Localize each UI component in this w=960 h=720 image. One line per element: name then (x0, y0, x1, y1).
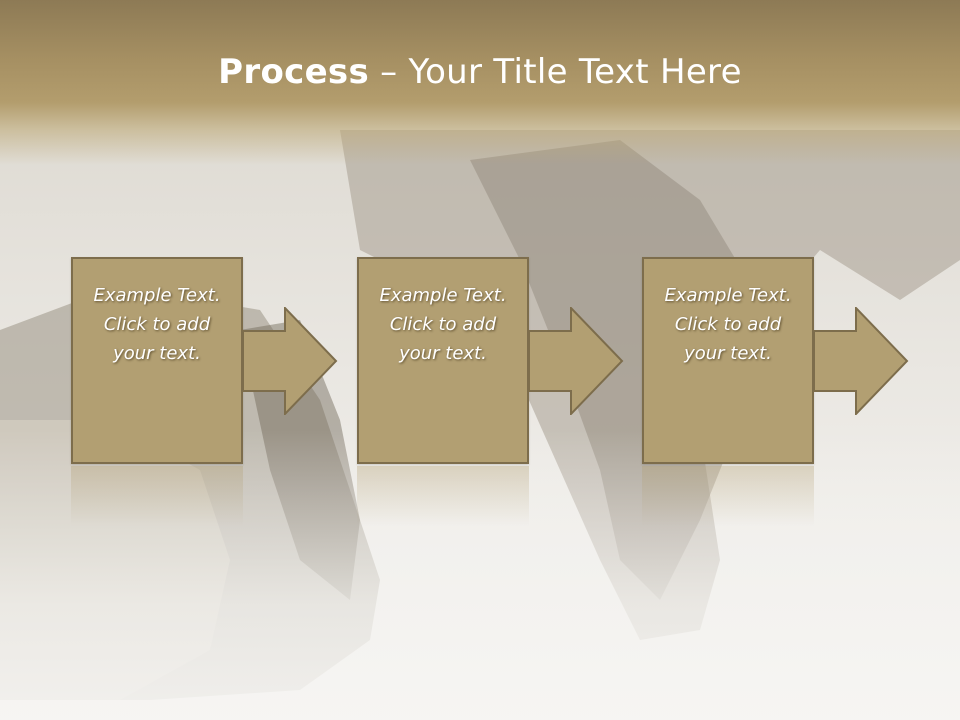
process-step-1[interactable]: Example Text. Click to add your text. (71, 257, 243, 464)
step-1-text: Example Text. Click to add your text. (93, 285, 221, 364)
title-band (0, 0, 960, 165)
arrow-right-icon (814, 307, 909, 415)
step-2-text: Example Text. Click to add your text. (379, 285, 507, 364)
background-fade (0, 430, 960, 720)
arrow-right-icon (243, 307, 338, 415)
slide-title[interactable]: Process – Your Title Text Here (0, 52, 960, 92)
title-bold-text: Process (218, 52, 370, 92)
step-3-text: Example Text. Click to add your text. (664, 285, 792, 364)
arrow-right-icon (529, 307, 624, 415)
step-3-reflection (642, 466, 814, 526)
process-step-3[interactable]: Example Text. Click to add your text. (642, 257, 814, 464)
step-1-reflection (71, 466, 243, 526)
title-rest-text: – Your Title Text Here (369, 52, 742, 92)
step-2-reflection (357, 466, 529, 526)
process-step-2[interactable]: Example Text. Click to add your text. (357, 257, 529, 464)
